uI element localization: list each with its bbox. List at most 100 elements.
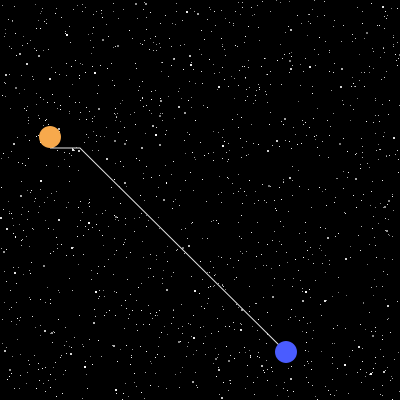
- star: [30, 273, 31, 274]
- star: [180, 372, 181, 373]
- star: [40, 189, 41, 190]
- star: [23, 36, 24, 37]
- star: [186, 11, 188, 13]
- star: [261, 66, 262, 67]
- star: [393, 37, 394, 38]
- star: [362, 146, 363, 147]
- star: [182, 333, 183, 334]
- star: [352, 77, 353, 78]
- star: [6, 249, 7, 250]
- star: [108, 259, 109, 260]
- star: [388, 200, 390, 202]
- star: [204, 39, 205, 40]
- star: [16, 283, 17, 284]
- star: [215, 25, 216, 26]
- star: [245, 77, 246, 78]
- star: [276, 251, 277, 252]
- star: [184, 253, 185, 254]
- star: [382, 395, 383, 396]
- star: [361, 382, 362, 383]
- star: [283, 179, 284, 180]
- star: [387, 367, 388, 368]
- star: [225, 55, 226, 56]
- star: [45, 120, 46, 121]
- star: [136, 300, 137, 301]
- star: [34, 48, 35, 49]
- star: [339, 143, 341, 145]
- star: [386, 230, 388, 232]
- star: [142, 81, 143, 82]
- star: [247, 376, 248, 377]
- star: [334, 63, 335, 64]
- star: [108, 226, 109, 227]
- star: [1, 187, 2, 188]
- star: [92, 121, 93, 122]
- star: [149, 110, 150, 111]
- star: [175, 199, 176, 200]
- star: [116, 250, 117, 251]
- star: [313, 263, 314, 264]
- star: [143, 257, 144, 258]
- star: [305, 291, 307, 293]
- star: [319, 187, 320, 188]
- star: [330, 394, 331, 395]
- star: [105, 210, 106, 211]
- star: [40, 335, 41, 336]
- star: [375, 207, 376, 208]
- star: [28, 120, 29, 121]
- star: [230, 355, 231, 356]
- star: [389, 155, 390, 156]
- star: [375, 115, 376, 116]
- end-node[interactable]: [275, 341, 297, 363]
- star: [18, 267, 19, 268]
- star: [116, 116, 117, 117]
- star: [387, 204, 388, 205]
- star: [310, 322, 311, 323]
- star: [221, 38, 222, 39]
- star: [112, 345, 113, 346]
- star: [9, 46, 10, 47]
- star: [334, 20, 335, 21]
- star: [207, 107, 208, 108]
- star: [310, 297, 311, 298]
- start-node[interactable]: [39, 126, 61, 148]
- star: [216, 220, 217, 221]
- star: [113, 274, 114, 275]
- star: [80, 220, 81, 221]
- star: [334, 202, 335, 203]
- star: [146, 351, 147, 352]
- star: [71, 155, 72, 156]
- star: [72, 84, 73, 85]
- star: [137, 18, 138, 19]
- star: [218, 86, 220, 88]
- star: [86, 119, 87, 120]
- star: [221, 257, 222, 258]
- star: [197, 387, 198, 388]
- star: [274, 278, 275, 279]
- star: [48, 228, 49, 229]
- star: [377, 25, 378, 26]
- star: [96, 214, 97, 215]
- star: [259, 357, 260, 358]
- star: [257, 330, 258, 331]
- star: [191, 336, 192, 337]
- star: [167, 246, 168, 247]
- star: [189, 134, 190, 135]
- star: [93, 14, 94, 15]
- star: [146, 215, 147, 216]
- star: [89, 339, 90, 340]
- star: [301, 23, 302, 24]
- star: [148, 305, 149, 306]
- star: [36, 28, 37, 29]
- star: [143, 324, 144, 325]
- star: [257, 356, 258, 357]
- star: [267, 334, 268, 335]
- star: [106, 158, 108, 160]
- star: [375, 100, 376, 101]
- star: [155, 357, 156, 358]
- star: [291, 52, 292, 53]
- star: [140, 43, 141, 44]
